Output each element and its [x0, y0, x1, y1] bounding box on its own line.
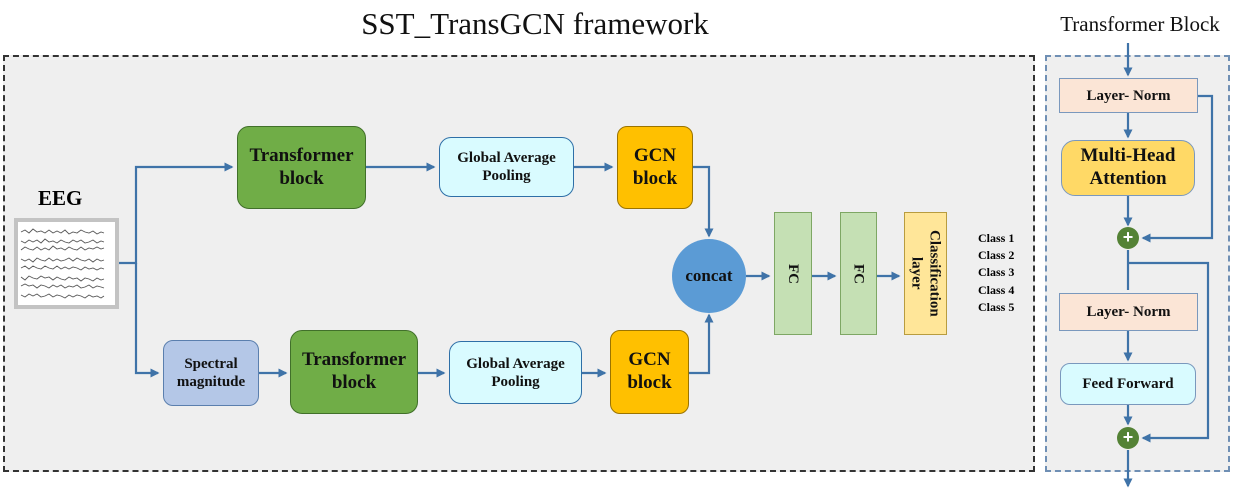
class-label: Class 2: [978, 248, 1015, 263]
eeg-signal-image: [14, 218, 119, 309]
eeg-label: EEG: [38, 186, 83, 210]
class-label: Class 4: [978, 282, 1015, 297]
fc-layer-2: FC: [840, 212, 877, 335]
transformer-block-title: Transformer Block: [1060, 12, 1220, 36]
add-node-1: +: [1117, 227, 1139, 249]
diagram-title: SST_TransGCN framework: [361, 6, 709, 41]
class-label: Class 5: [978, 299, 1015, 314]
upper-gcn-block: GCN block: [617, 126, 693, 209]
lower-global-average-pooling: Global Average Pooling: [449, 341, 582, 404]
layer-norm-1: Layer- Norm: [1059, 78, 1198, 113]
upper-transformer-block: Transformer block: [237, 126, 366, 209]
classification-layer-label: Classification layer: [908, 230, 943, 317]
class-label: Class 1: [978, 231, 1015, 245]
layer-norm-2: Layer- Norm: [1059, 293, 1198, 331]
spectral-magnitude-block: Spectral magnitude: [163, 340, 259, 406]
eeg-waveform-icon: [20, 228, 105, 299]
multi-head-attention: Multi-Head Attention: [1061, 140, 1195, 196]
class-label: Class 3: [978, 265, 1015, 280]
classification-layer: Classification layer: [904, 212, 947, 335]
lower-gcn-block: GCN block: [610, 330, 689, 414]
class-list: Class 1 Class 2 Class 3 Class 4 Class 5: [978, 230, 1014, 316]
fc-layer-1-label: FC: [785, 263, 801, 284]
fc-layer-1: FC: [774, 212, 812, 335]
fc-layer-2-label: FC: [850, 263, 867, 284]
feed-forward: Feed Forward: [1060, 363, 1196, 405]
add-node-2: +: [1117, 427, 1139, 449]
upper-global-average-pooling: Global Average Pooling: [439, 137, 574, 197]
lower-transformer-block: Transformer block: [290, 330, 418, 414]
concat-node: concat: [672, 239, 746, 313]
